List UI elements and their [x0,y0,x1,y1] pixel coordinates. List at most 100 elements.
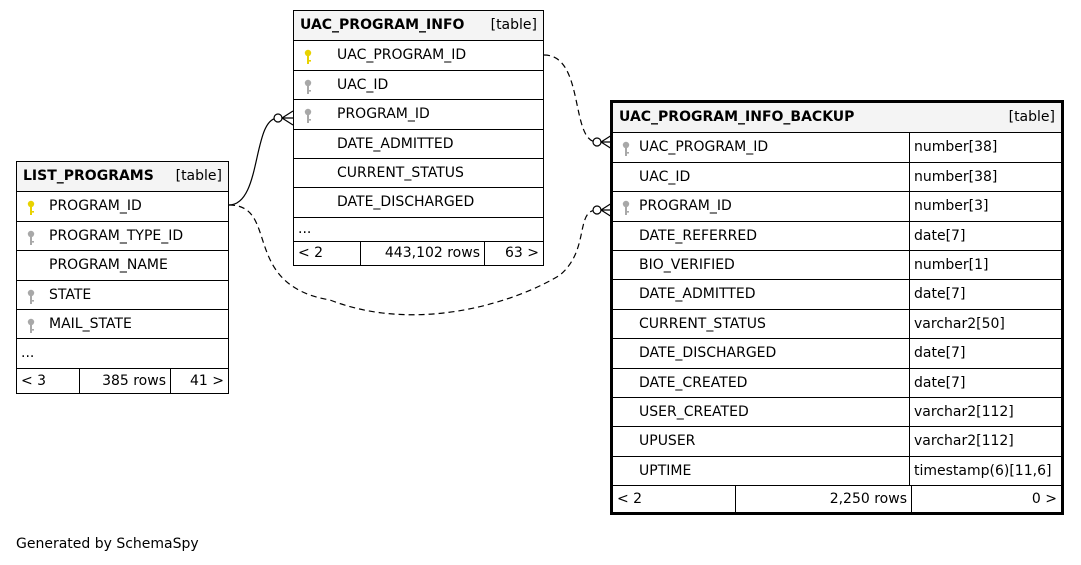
column-type: date[7] [909,368,965,397]
foreign-key-icon [304,108,312,124]
more-columns: ... [294,216,543,241]
foreign-key-icon [27,230,35,245]
column-type: date[7] [909,221,965,250]
column-name: DATE_ADMITTED [639,286,756,303]
column-name: PROGRAM_NAME [49,257,168,274]
column-name: UAC_ID [337,76,389,93]
column-row[interactable]: UPUSER varchar2[112] [613,426,1061,456]
parents-link[interactable]: < 2 [617,491,643,508]
column-name: DATE_DISCHARGED [639,345,777,362]
column-name: USER_CREATED [639,403,749,420]
column-name: DATE_CREATED [639,374,748,391]
column-row[interactable]: BIO_VERIFIED number[1] [613,249,1061,280]
column-name: UAC_PROGRAM_ID [337,47,467,64]
children-link[interactable]: 41 > [170,368,228,393]
column-type: varchar2[112] [909,427,1014,456]
column-type: varchar2[112] [909,397,1014,427]
more-columns: ... [17,338,228,367]
column-row[interactable]: USER_CREATED varchar2[112] [613,396,1061,427]
column-row[interactable]: DATE_CREATED date[7] [613,367,1061,397]
table-footer: < 2 2,250 rows 0 > [613,485,1061,513]
table-name[interactable]: UAC_PROGRAM_INFO_BACKUP [619,109,855,125]
parents-link[interactable]: < 2 [298,244,324,261]
foreign-key-icon [304,79,312,94]
column-name: BIO_VERIFIED [639,256,735,273]
fk-end-circle [273,113,283,123]
implied-end-circle [592,205,602,215]
foreign-key-icon [622,142,630,157]
table-footer: < 3 385 rows 41 > [17,367,228,393]
fk-crowfoot [281,110,294,126]
column-name: PROGRAM_TYPE_ID [49,227,184,244]
column-type: number[1] [909,250,988,280]
table-list-programs[interactable]: LIST_PROGRAMS [table] PROGRAM_ID PROGRAM… [16,161,229,394]
primary-key-icon [304,50,312,65]
column-name: DATE_DISCHARGED [337,194,475,211]
row-count: 385 rows [79,368,170,393]
table-footer: < 2 443,102 rows 63 > [294,240,543,265]
column-row[interactable]: DATE_DISCHARGED date[7] [613,338,1061,368]
children-link[interactable]: 0 > [911,486,1061,513]
column-name: UAC_ID [639,168,691,185]
row-count: 2,250 rows [735,486,911,513]
column-row[interactable]: UAC_PROGRAM_ID number[38] [613,132,1061,162]
column-type: timestamp(6)[11,6] [909,456,1051,486]
column-row[interactable]: PROGRAM_ID [17,191,228,220]
column-row[interactable]: UPTIME timestamp(6)[11,6] [613,455,1061,486]
column-type: number[38] [909,133,997,162]
table-header[interactable]: UAC_PROGRAM_INFO_BACKUP [table] [613,103,1061,133]
column-name: CURRENT_STATUS [337,164,464,181]
column-name: CURRENT_STATUS [639,315,766,332]
generated-by-caption: Generated by SchemaSpy [16,536,199,552]
column-row[interactable]: MAIL_STATE [17,308,228,338]
column-row[interactable]: STATE [17,279,228,309]
column-row[interactable]: PROGRAM_ID [294,99,543,128]
table-type-tag: [table] [490,17,537,33]
column-name: MAIL_STATE [49,315,132,332]
column-name: UPTIME [639,462,692,479]
column-type: date[7] [909,280,965,309]
table-uac-program-info[interactable]: UAC_PROGRAM_INFO [table] UAC_PROGRAM_ID … [293,10,544,266]
column-row[interactable]: UAC_PROGRAM_ID [294,40,543,69]
column-name: STATE [49,286,92,303]
column-name: UAC_PROGRAM_ID [639,139,769,156]
column-row[interactable]: CURRENT_STATUS [294,157,543,187]
column-row[interactable]: PROGRAM_TYPE_ID [17,220,228,250]
column-row[interactable]: DATE_ADMITTED date[7] [613,279,1061,309]
column-row[interactable]: PROGRAM_NAME [17,250,228,279]
implied-line-uac-program-id [543,54,598,143]
table-name[interactable]: UAC_PROGRAM_INFO [300,17,465,33]
column-row[interactable]: DATE_DISCHARGED [294,187,543,216]
column-name: PROGRAM_ID [49,198,142,215]
column-name: DATE_ADMITTED [337,135,454,152]
column-row[interactable]: DATE_REFERRED date[7] [613,220,1061,250]
fk-line-program-info [228,117,279,206]
foreign-key-icon [622,200,630,216]
foreign-key-icon [27,318,35,333]
parents-link[interactable]: < 3 [21,372,47,389]
column-name: PROGRAM_ID [639,198,732,215]
table-type-tag: [table] [1008,109,1055,125]
column-type: varchar2[50] [909,309,1005,339]
implied-line-program-id [228,204,598,316]
column-name: PROGRAM_ID [337,106,430,123]
column-type: number[38] [909,162,997,192]
column-name: DATE_REFERRED [639,227,757,244]
column-row[interactable]: PROGRAM_ID number[3] [613,191,1061,221]
column-row[interactable]: UAC_ID [294,69,543,99]
column-row[interactable]: UAC_ID number[38] [613,161,1061,192]
column-row[interactable]: CURRENT_STATUS varchar2[50] [613,308,1061,339]
children-link[interactable]: 63 > [484,241,543,265]
table-header[interactable]: LIST_PROGRAMS [table] [17,162,228,192]
table-uac-program-info-backup[interactable]: UAC_PROGRAM_INFO_BACKUP [table] UAC_PROG… [610,100,1064,516]
column-type: number[3] [909,192,988,221]
column-row[interactable]: DATE_ADMITTED [294,128,543,158]
primary-key-icon [27,201,35,216]
table-header[interactable]: UAC_PROGRAM_INFO [table] [294,11,543,41]
table-name[interactable]: LIST_PROGRAMS [23,168,154,184]
foreign-key-icon [27,289,35,304]
implied-end-circle [592,137,602,147]
row-count: 443,102 rows [360,241,484,265]
column-name: UPUSER [639,433,696,450]
table-type-tag: [table] [175,168,222,184]
